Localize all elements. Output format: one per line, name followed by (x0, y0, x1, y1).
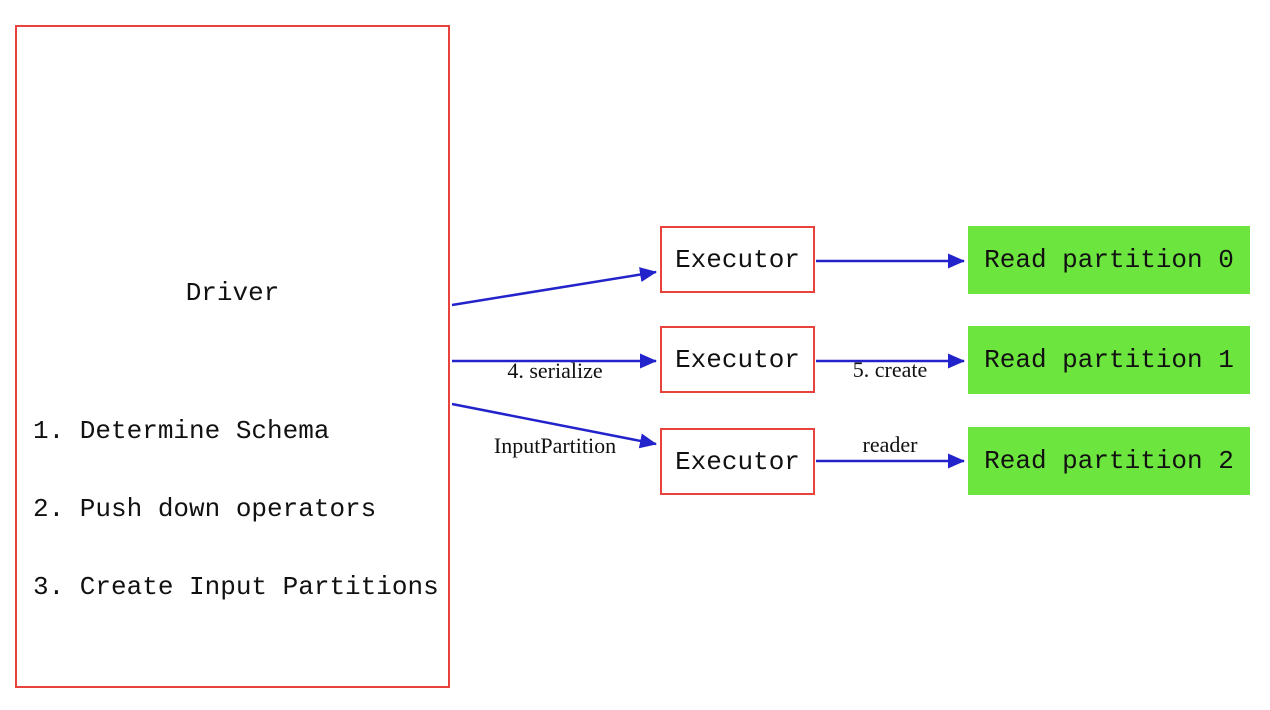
read-partition-label-1: Read partition 1 (984, 345, 1234, 375)
arrow-driver-to-executor-0 (451, 267, 657, 307)
driver-step-3: 3. Create Input Partitions (33, 572, 439, 602)
executor-box-1: Executor (660, 326, 815, 393)
executor-box-2: Executor (660, 428, 815, 495)
read-partition-box-0: Read partition 0 (968, 226, 1250, 294)
read-partition-box-1: Read partition 1 (968, 326, 1250, 394)
create-reader-edge-label: 5. create reader (805, 307, 975, 507)
driver-step-1: 1. Determine Schema (33, 416, 330, 446)
read-partition-label-0: Read partition 0 (984, 245, 1234, 275)
create-reader-edge-label-line1: 5. create (852, 357, 928, 382)
read-partition-label-2: Read partition 2 (984, 446, 1234, 476)
executor-label-0: Executor (675, 244, 800, 275)
create-reader-edge-label-line2: reader (862, 432, 918, 457)
driver-box: Driver 1. Determine Schema 2. Push down … (15, 25, 450, 688)
executor-label-2: Executor (675, 446, 800, 477)
serialize-edge-label-line2: InputPartition (493, 433, 617, 458)
executor-box-0: Executor (660, 226, 815, 293)
driver-step-2: 2. Push down operators (33, 494, 377, 524)
driver-steps: 1. Determine Schema 2. Push down operato… (33, 366, 439, 652)
read-partition-box-2: Read partition 2 (968, 427, 1250, 495)
driver-title: Driver (185, 278, 280, 308)
serialize-edge-label-line1: 4. serialize (507, 358, 603, 383)
executor-label-1: Executor (675, 344, 800, 375)
serialize-edge-label: 4. serialize InputPartition (445, 308, 665, 508)
